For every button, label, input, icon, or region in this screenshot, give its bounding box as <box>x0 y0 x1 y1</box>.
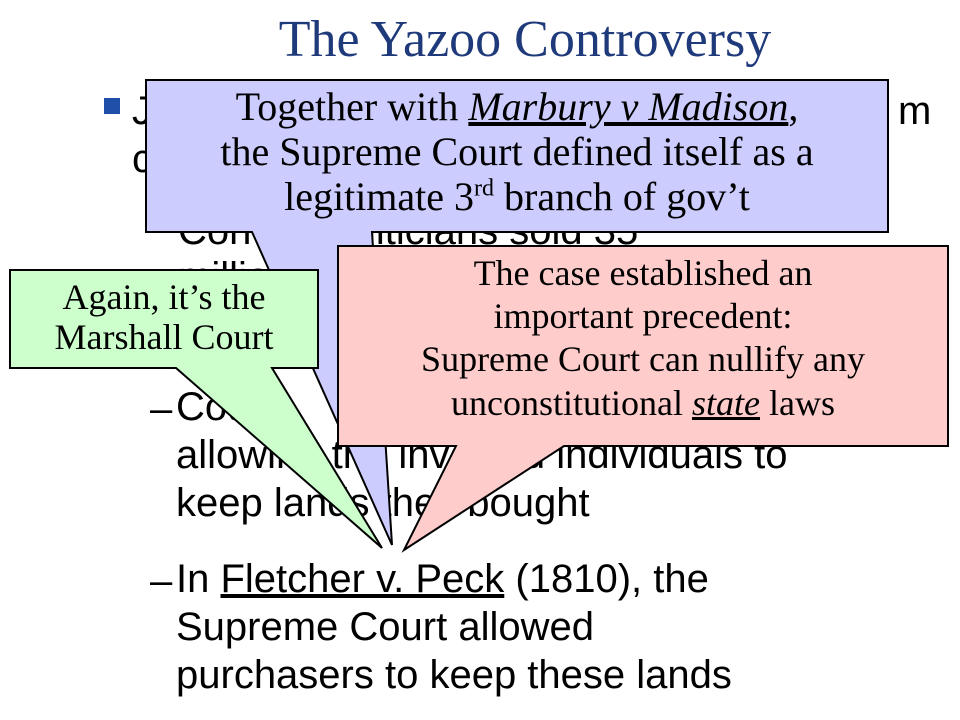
pink-callout-line4: unconstitutional state laws <box>451 382 835 423</box>
pink-callout-line3: Supreme Court can nullify any <box>421 339 865 380</box>
sub-bullet-3-prefix: In <box>176 557 221 601</box>
bullet-square-icon <box>104 98 120 114</box>
sub-bullet-3-line3: purchasers to keep these lands <box>176 653 732 697</box>
blue-callout-text: Together with Marbury v Madison, the Sup… <box>146 84 888 220</box>
blue-callout-line1: Together with Marbury v Madison, <box>235 84 799 129</box>
green-callout-shape <box>9 269 383 549</box>
main-bullet-line1-end: m <box>898 89 932 133</box>
pink-callout-line1: The case established an <box>473 253 813 293</box>
state-emphasis: state <box>691 382 760 423</box>
sub-bullet-3-line2: Supreme Court allowed <box>176 605 594 649</box>
sub-bullet-3-line1: In Fletcher v. Peck (1810), the <box>176 556 709 602</box>
blue-callout-line3: legitimate 3rd branch of gov’t <box>284 174 750 220</box>
sub-bullet-3-rest: (1810), the <box>504 557 709 601</box>
slide-title: The Yazoo Controversy <box>278 11 772 68</box>
green-callout-line1: Again, it’s the <box>62 277 266 317</box>
sub-bullet-2-dash: – <box>150 387 173 431</box>
pink-callout-line2: important precedent: <box>493 296 793 337</box>
blue-callout-line2: the Supreme Court defined itself as a <box>220 129 814 175</box>
pink-callout-shape <box>337 245 949 553</box>
marbury-case-name: Marbury v Madison <box>468 84 789 129</box>
pink-callout-text: The case established an important preced… <box>338 252 948 425</box>
green-callout-text: Again, it’s the Marshall Court <box>10 277 318 357</box>
green-callout-line2: Marshall Court <box>54 316 274 357</box>
sub-bullet-3-dash: – <box>150 559 173 603</box>
case-name-fletcher-v-peck: Fletcher v. Peck <box>220 557 505 601</box>
